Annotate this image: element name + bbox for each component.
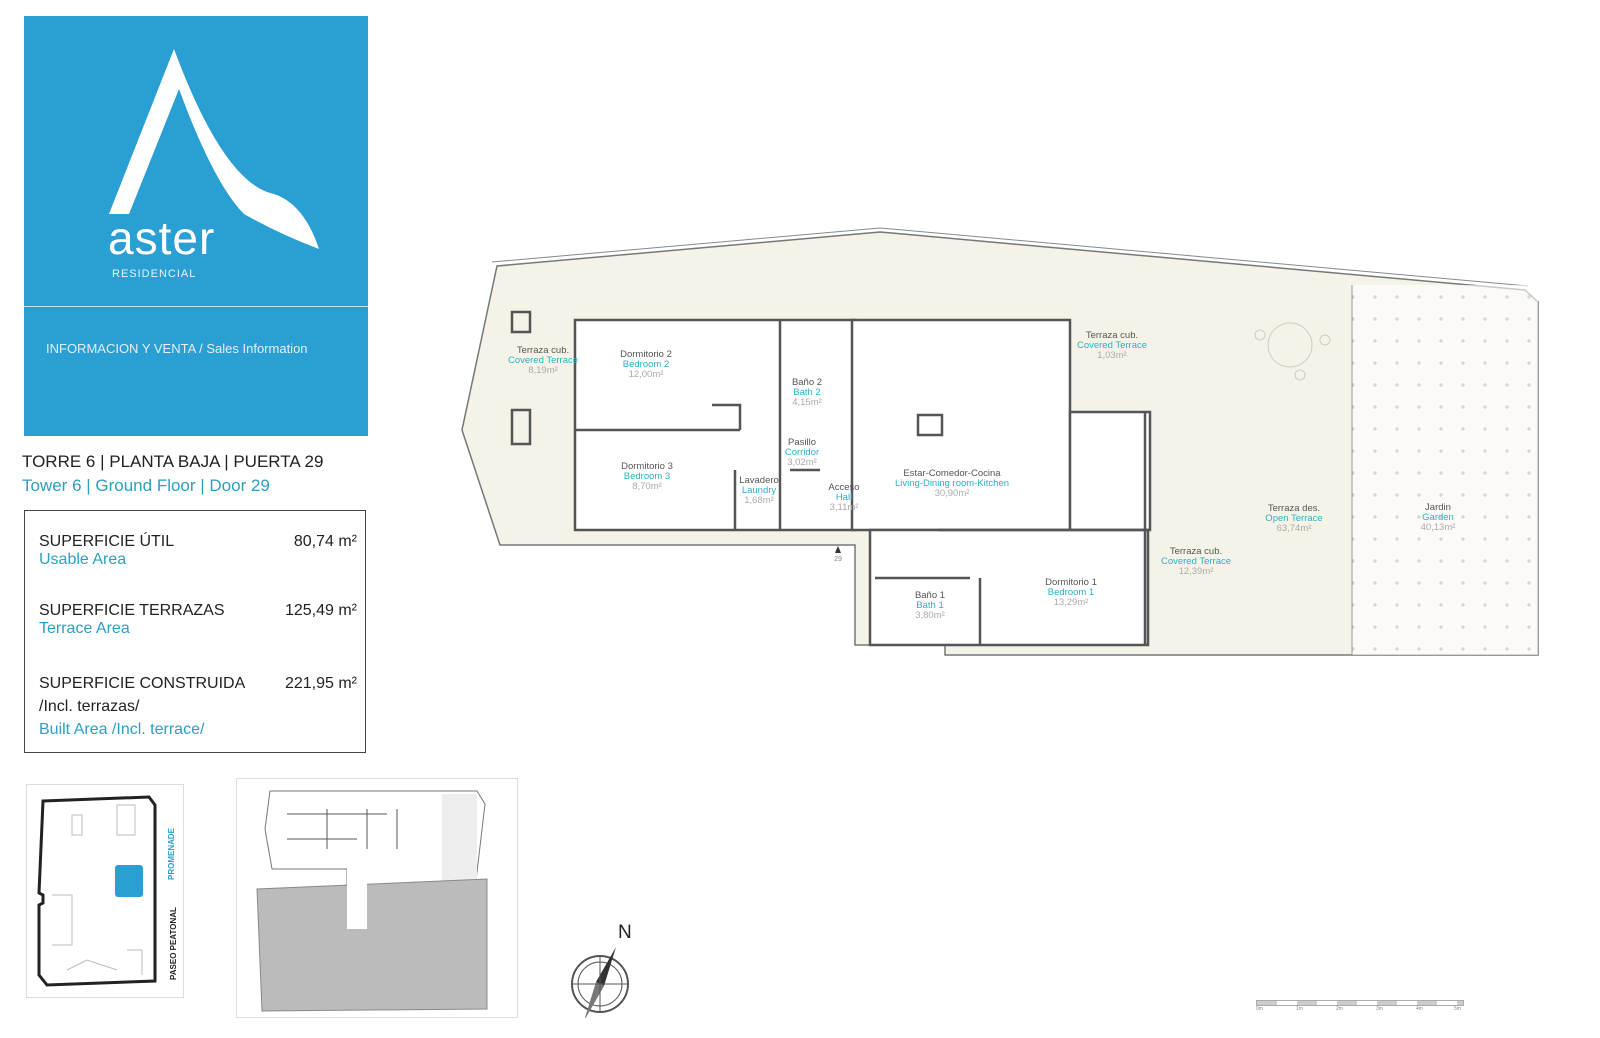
compass-rose-icon <box>571 947 629 1021</box>
scale-label: 4m <box>1416 1006 1423 1012</box>
label: SUPERFICIE ÚTIL <box>39 533 175 550</box>
paseo-label: PASEO PEATONAL <box>169 907 178 980</box>
site-plan: PROMENADE PASEO PEATONAL <box>26 784 184 998</box>
entrance-arrow-icon <box>835 546 841 553</box>
brand-subtitle: RESIDENCIAL <box>112 268 197 280</box>
scale-label: 0m <box>1256 1006 1263 1012</box>
area-summary-box: SUPERFICIE ÚTIL Usable Area 80,74 m² SUP… <box>24 510 366 753</box>
promenade-label: PROMENADE <box>167 827 176 880</box>
built-area-row: SUPERFICIE CONSTRUIDA /Incl. terrazas/ B… <box>39 672 357 741</box>
aster-logo-icon <box>109 49 319 249</box>
unit-title-spanish: TORRE 6 | PLANTA BAJA | PUERTA 29 <box>22 452 324 471</box>
interior-walls <box>510 310 1148 645</box>
label-english: Usable Area <box>39 551 127 568</box>
value: 80,74 m² <box>293 533 357 550</box>
label-note: /Incl. terrazas/ <box>39 698 140 715</box>
divider <box>24 306 368 307</box>
key-plan-drawing <box>256 790 488 1012</box>
brand-panel: aster RESIDENCIAL INFORMACION Y VENTA / … <box>24 16 368 436</box>
garden-feature-circles <box>1254 322 1331 381</box>
north-compass: N <box>566 922 636 1023</box>
garden-area <box>1352 285 1538 655</box>
usable-area-row: SUPERFICIE ÚTIL Usable Area 80,74 m² <box>39 533 357 569</box>
north-label: N <box>618 922 632 943</box>
scale-label: 1m <box>1296 1006 1303 1012</box>
label: SUPERFICIE TERRAZAS <box>39 602 225 619</box>
building-floor-key-plan <box>236 778 518 1018</box>
door-number: 29 <box>834 556 842 563</box>
value: 125,49 m² <box>284 602 357 619</box>
value: 221,95 m² <box>284 675 357 692</box>
label-english: Built Area /Incl. terrace/ <box>39 721 205 738</box>
scale-label: 3m <box>1376 1006 1383 1012</box>
site-outline <box>37 795 157 987</box>
scale-bar <box>1256 1000 1464 1006</box>
label-english: Terrace Area <box>39 620 130 637</box>
terrace-area-row: SUPERFICIE TERRAZAS Terrace Area 125,49 … <box>39 602 357 638</box>
brand-name: aster <box>108 212 216 264</box>
interior-rooms <box>573 318 1152 647</box>
scale-label: 5m <box>1454 1006 1461 1012</box>
unit-location-marker <box>115 865 143 897</box>
scale-label: 2m <box>1336 1006 1343 1012</box>
unit-title-english: Tower 6 | Ground Floor | Door 29 <box>22 476 270 495</box>
label: SUPERFICIE CONSTRUIDA <box>39 675 246 692</box>
sales-information: INFORMACION Y VENTA / Sales Information <box>46 341 308 356</box>
